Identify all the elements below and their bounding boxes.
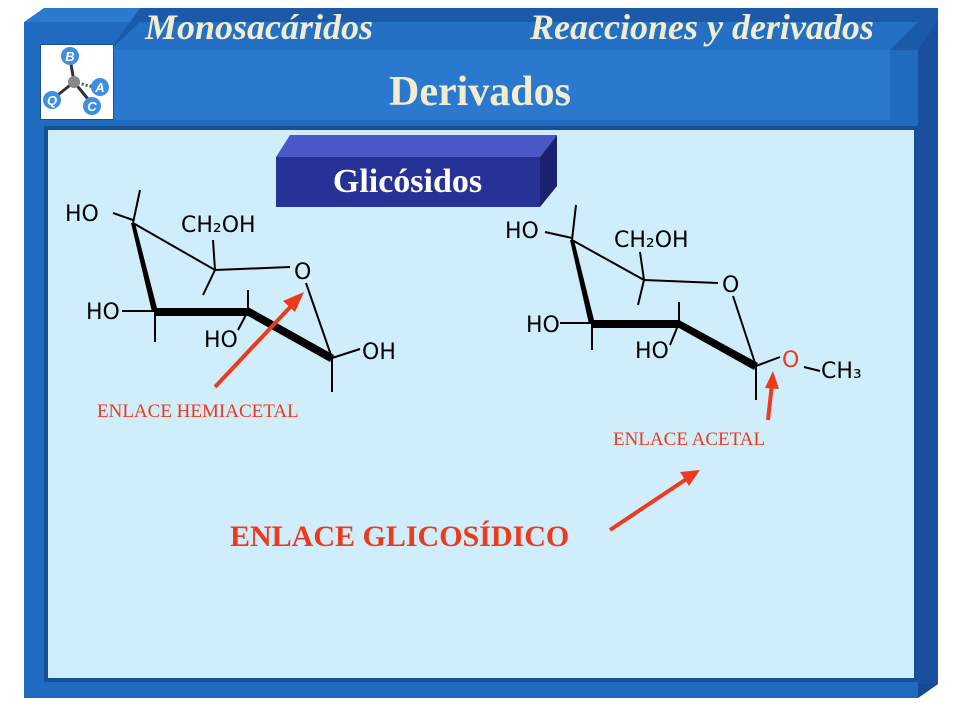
svg-text:Q: Q xyxy=(47,93,57,108)
right-glycosidic-o-label: O xyxy=(782,348,799,373)
header-right-title: Reacciones y derivados xyxy=(530,7,874,47)
left-ch2oh-label: CH₂OH xyxy=(181,213,256,238)
left-ho-low-label: HO xyxy=(204,328,238,353)
badge-box xyxy=(276,135,557,207)
right-ho-top-label: HO xyxy=(505,219,539,244)
left-oh-anomeric-label: OH xyxy=(362,340,396,365)
right-ho-low-label: HO xyxy=(635,339,669,364)
logo-c-icon xyxy=(83,97,101,115)
logo: B A C Q xyxy=(40,44,114,120)
svg-text:C: C xyxy=(87,99,97,114)
right-ring-o-label: O xyxy=(722,273,739,298)
glycosidic-arrow-head xyxy=(680,470,700,486)
header-left-title: Monosacáridos xyxy=(145,7,374,47)
left-ho-top-label: HO xyxy=(65,202,99,227)
right-ho-mid-label: HO xyxy=(526,313,560,338)
svg-text:B: B xyxy=(65,49,74,64)
left-ho-mid-label: HO xyxy=(86,300,120,325)
page-title: Derivados xyxy=(389,69,571,115)
right-ch2oh-label: CH₂OH xyxy=(614,228,689,253)
label-glycosidic: ENLACE GLICOSÍDICO xyxy=(230,520,570,553)
hemiacetal-arrow-head xyxy=(283,292,304,312)
logo-b-icon xyxy=(61,47,79,65)
svg-text:A: A xyxy=(94,80,104,95)
badge-glicosidos: Glicósidos xyxy=(332,163,483,200)
label-hemiacetal: ENLACE HEMIACETAL xyxy=(97,401,299,422)
logo-q-icon xyxy=(43,91,61,109)
right-ch3-label: CH₃ xyxy=(821,359,862,384)
label-acetal: ENLACE ACETAL xyxy=(613,429,766,450)
logo-a-icon xyxy=(91,78,109,96)
acetal-arrow-head xyxy=(765,371,779,389)
molecule-left xyxy=(112,189,361,392)
left-ring-o-label: O xyxy=(294,260,311,285)
molecule-right xyxy=(544,204,781,400)
